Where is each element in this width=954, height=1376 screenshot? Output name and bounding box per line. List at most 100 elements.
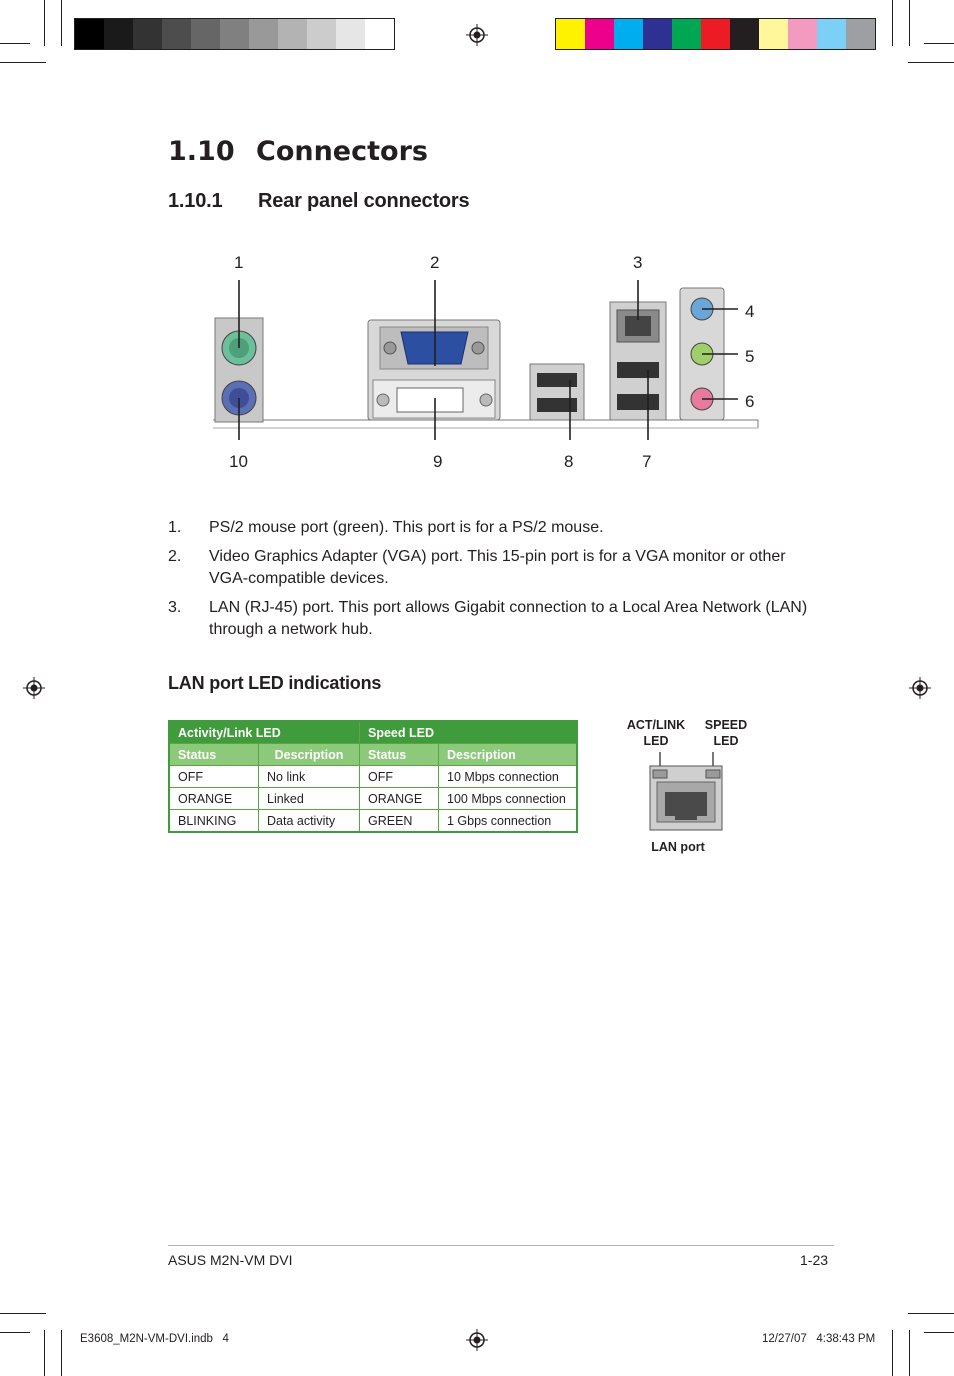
color-swatch	[307, 19, 336, 49]
callout-2: 2	[430, 253, 440, 272]
callout-9: 9	[433, 452, 443, 471]
page-number: 1-23	[800, 1252, 829, 1268]
list-item-text: LAN (RJ-45) port. This port allows Gigab…	[209, 599, 808, 638]
list-item-text: PS/2 mouse port (green). This port is fo…	[209, 519, 604, 536]
callout-8: 8	[564, 452, 574, 471]
speed-line2: LED	[713, 734, 739, 748]
act-link-line2: LED	[643, 734, 669, 748]
section-heading: 1.10 Connectors	[168, 136, 428, 167]
registration-mark-icon	[909, 677, 931, 699]
color-swatch	[759, 19, 788, 49]
registration-mark-icon	[23, 677, 45, 699]
crop-mark	[0, 62, 46, 63]
table-cell: ORANGE	[359, 787, 439, 810]
gray-calibration-bar	[74, 18, 395, 50]
table-row: OFF No link OFF 10 Mbps connection	[168, 765, 578, 788]
color-swatch	[643, 19, 672, 49]
table-group-header-row: Activity/Link LED Speed LED	[168, 720, 578, 744]
table-cell: Data activity	[258, 809, 360, 833]
color-calibration-bar	[555, 18, 876, 50]
color-swatch	[162, 19, 191, 49]
table-header: Description	[258, 743, 360, 766]
callout-4: 4	[745, 302, 755, 321]
crop-mark	[61, 1330, 62, 1376]
section-title: Connectors	[256, 136, 428, 167]
act-link-led-label: ACT/LINK LED	[622, 717, 690, 749]
list-item-text: Video Graphics Adapter (VGA) port. This …	[209, 548, 786, 587]
speed-line1: SPEED	[704, 718, 748, 732]
color-swatch	[133, 19, 162, 49]
crop-mark	[61, 0, 62, 46]
color-swatch	[278, 19, 307, 49]
color-swatch	[672, 19, 701, 49]
crop-mark	[892, 0, 893, 46]
rear-panel-diagram	[213, 280, 759, 440]
crop-mark	[924, 43, 954, 44]
table-header: Description	[438, 743, 578, 766]
callout-7: 7	[642, 452, 652, 471]
callout-1: 1	[234, 253, 244, 272]
list-item-number: 3.	[168, 599, 182, 616]
table-header-row: Status Description Status Description	[168, 743, 578, 766]
crop-mark	[0, 43, 30, 44]
crop-mark	[0, 1313, 46, 1314]
subsection-title: Rear panel connectors	[258, 190, 470, 212]
crop-mark	[0, 1332, 30, 1333]
vga-dvi-ports-icon	[367, 319, 501, 421]
lan-port-label: LAN port	[651, 840, 705, 854]
color-swatch	[191, 19, 220, 49]
subsection-heading: 1.10.1 Rear panel connectors	[168, 190, 470, 213]
color-swatch	[249, 19, 278, 49]
crop-mark	[924, 1332, 954, 1333]
list-item-number: 1.	[168, 519, 182, 536]
table-cell: ORANGE	[168, 787, 259, 810]
table-header: Status	[168, 743, 259, 766]
connector-list: 1. PS/2 mouse port (green). This port is …	[168, 517, 808, 648]
table-cell: 100 Mbps connection	[438, 787, 578, 810]
crop-mark	[44, 1330, 45, 1376]
table-group-header: Speed LED	[359, 720, 578, 744]
color-swatch	[365, 19, 394, 49]
color-swatch	[730, 19, 759, 49]
color-swatch	[556, 19, 585, 49]
table-row: ORANGE Linked ORANGE 100 Mbps connection	[168, 787, 578, 810]
table-cell: OFF	[359, 765, 439, 788]
crop-mark	[908, 1313, 954, 1314]
table-cell: Linked	[258, 787, 360, 810]
table-row: BLINKING Data activity GREEN 1 Gbps conn…	[168, 809, 578, 833]
lan-port-icon	[649, 752, 723, 831]
color-swatch	[701, 19, 730, 49]
led-indication-table: Activity/Link LED Speed LED Status Descr…	[168, 720, 578, 833]
speed-led-label: SPEED LED	[698, 717, 754, 749]
color-swatch	[75, 19, 104, 49]
color-swatch	[788, 19, 817, 49]
slug-filename: E3608_M2N-VM-DVI.indb 4	[80, 1333, 229, 1345]
list-item: 2. Video Graphics Adapter (VGA) port. Thi…	[168, 546, 808, 590]
table-cell: BLINKING	[168, 809, 259, 833]
list-item-number: 2.	[168, 548, 182, 565]
color-swatch	[846, 19, 875, 49]
callout-5: 5	[745, 347, 755, 366]
table-group-header: Activity/Link LED	[168, 720, 360, 744]
table-header: Status	[359, 743, 439, 766]
registration-mark-icon	[466, 24, 488, 46]
table-cell: 10 Mbps connection	[438, 765, 578, 788]
crop-mark	[908, 62, 954, 63]
subsection-number: 1.10.1	[168, 190, 223, 212]
table-cell: OFF	[168, 765, 259, 788]
table-cell: GREEN	[359, 809, 439, 833]
section-number: 1.10	[168, 136, 235, 167]
crop-mark	[909, 0, 910, 46]
list-item: 3. LAN (RJ-45) port. This port allows Gig…	[168, 597, 808, 641]
table-cell: No link	[258, 765, 360, 788]
act-link-line1: ACT/LINK	[626, 718, 686, 732]
registration-mark-icon	[466, 1329, 488, 1351]
list-item: 1. PS/2 mouse port (green). This port is …	[168, 517, 808, 539]
color-swatch	[220, 19, 249, 49]
callout-3: 3	[633, 253, 643, 272]
slug-timestamp: 12/27/07 4:38:43 PM	[762, 1333, 876, 1345]
crop-mark	[909, 1330, 910, 1376]
color-swatch	[817, 19, 846, 49]
table-cell: 1 Gbps connection	[438, 809, 578, 833]
callout-6: 6	[745, 392, 755, 411]
